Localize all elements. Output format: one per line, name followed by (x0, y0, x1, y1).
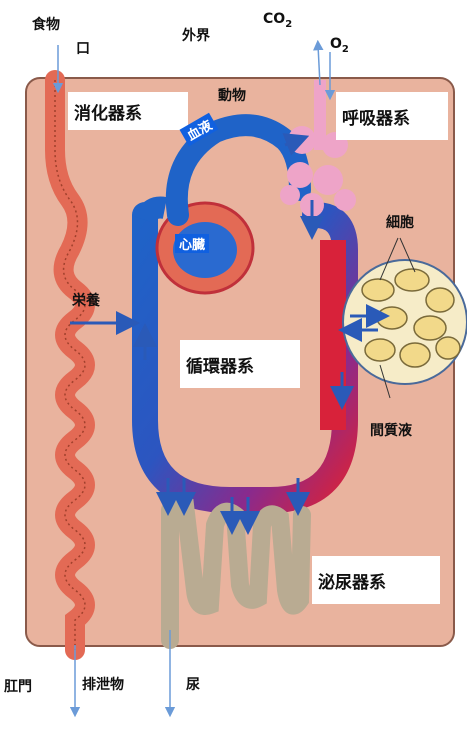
urinary-system-label: 泌尿器系 (312, 556, 440, 604)
heart-label: 心臓 (175, 234, 209, 253)
food-label: 食物 (32, 14, 60, 34)
co2-label: CO2 (263, 11, 292, 30)
excrement-label: 排泄物 (82, 674, 124, 694)
interstitial-fluid-label: 間質液 (370, 420, 412, 440)
vessel-left-top (145, 208, 165, 221)
circulatory-system-label: 循環器系 (180, 340, 300, 388)
o2-label: O2 (330, 36, 349, 55)
o2-text: O (330, 36, 342, 52)
mouth-label: 口 (76, 38, 90, 58)
respiratory-system-label: 呼吸器系 (336, 92, 448, 140)
o2-subscript: 2 (342, 44, 349, 55)
environment-label: 外界 (182, 25, 210, 45)
urine-label: 尿 (186, 674, 200, 694)
animal-label: 動物 (218, 85, 246, 105)
nutrients-label: 栄養 (72, 290, 100, 310)
digestive-system-label: 消化器系 (68, 92, 188, 130)
anus-label: 肛門 (4, 676, 32, 696)
co2-text: CO (263, 11, 285, 27)
cells-label: 細胞 (386, 212, 414, 232)
co2-subscript: 2 (285, 19, 292, 30)
